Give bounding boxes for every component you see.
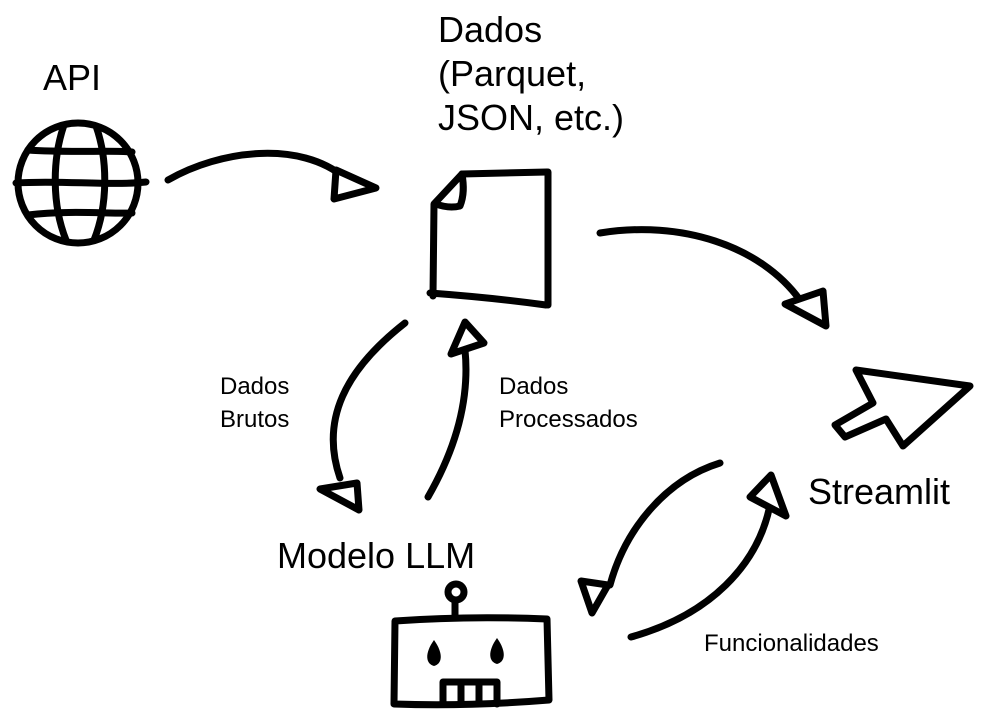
edge-label-line: Dados: [220, 373, 290, 400]
edge-label-line: Dados: [499, 373, 569, 400]
llm-label: Modelo LLM: [277, 535, 476, 576]
streamlit-label: Streamlit: [808, 471, 951, 512]
data-label-line: (Parquet,: [438, 53, 587, 94]
data-label-line: JSON, etc.): [438, 97, 625, 138]
robot-icon: [390, 580, 553, 709]
arrow-streamlit-to-llm: [577, 459, 724, 617]
arrow-llm-to-streamlit: [627, 471, 790, 641]
edge-label-line: Processados: [499, 406, 638, 433]
edge-label-raw-data: Dados Brutos: [220, 370, 289, 436]
arrow-data-to-llm: [316, 319, 409, 514]
arrow-llm-to-data: [424, 318, 488, 501]
api-label: API: [43, 57, 102, 98]
globe-icon: [12, 119, 150, 247]
arrow-data-to-streamlit: [596, 226, 830, 330]
edge-label-features: Funcionalidades: [704, 630, 879, 657]
cursor-icon: [831, 366, 974, 450]
arrow-api-to-data: [164, 149, 380, 203]
data-label-line: Dados: [438, 9, 543, 50]
data-label: Dados (Parquet, JSON, etc.): [438, 8, 624, 140]
edge-label-processed-data: Dados Processados: [499, 370, 638, 436]
edge-label-line: Brutos: [220, 406, 290, 433]
document-icon: [426, 168, 552, 309]
